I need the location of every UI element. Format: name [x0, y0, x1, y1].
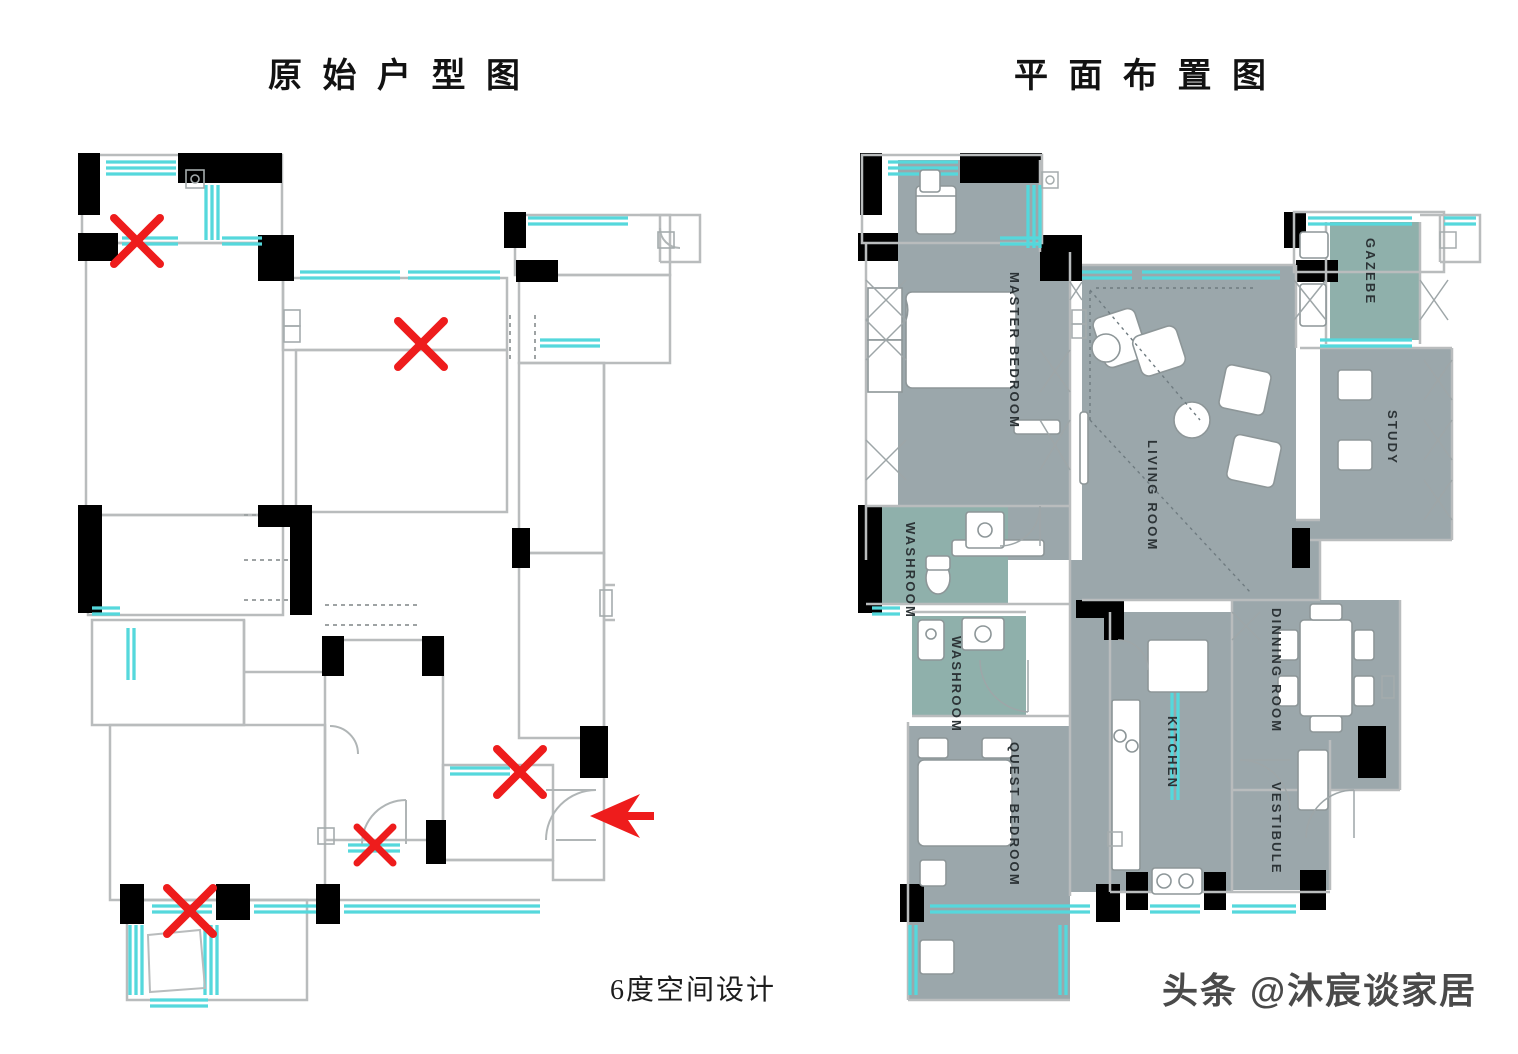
demolish-x-mark-2	[394, 317, 448, 371]
demolish-x-mark-5	[163, 884, 217, 938]
room-fill-corridor	[1070, 560, 1110, 892]
demolish-x-mark-3	[493, 745, 547, 799]
direction-arrow-icon	[590, 794, 654, 838]
room-label-washroom-upper: WASHROOM	[903, 522, 918, 619]
page-title-left: 原 始 户 型 图	[268, 58, 526, 95]
room-label-master-bedroom: MASTER BEDROOM	[1007, 272, 1022, 429]
watermark-designer: 6度空间设计	[610, 975, 777, 1006]
room-label-gazebe: GAZEBE	[1363, 238, 1378, 305]
page-title-right: 平 面 布 置 图	[1014, 58, 1272, 95]
room-label-vestibule: VESTIBULE	[1269, 782, 1284, 875]
room-label-living-room: LIVING ROOM	[1145, 440, 1160, 552]
room-label-quest-bedroom: QUEST BEDROOM	[1007, 742, 1022, 887]
room-fill-gazebe	[1330, 222, 1420, 340]
demolish-x-mark-1	[110, 214, 164, 268]
demolish-x-mark-4	[353, 823, 397, 867]
room-label-kitchen: KITCHEN	[1165, 716, 1180, 789]
watermark-channel: 头条 @沐宸谈家居	[1162, 970, 1478, 1011]
room-label-dinning-room: DINNING ROOM	[1269, 608, 1284, 733]
room-label-washroom-lower: WASHROOM	[949, 636, 964, 733]
original-floor-plan	[78, 153, 702, 1008]
room-label-study: STUDY	[1385, 410, 1400, 465]
